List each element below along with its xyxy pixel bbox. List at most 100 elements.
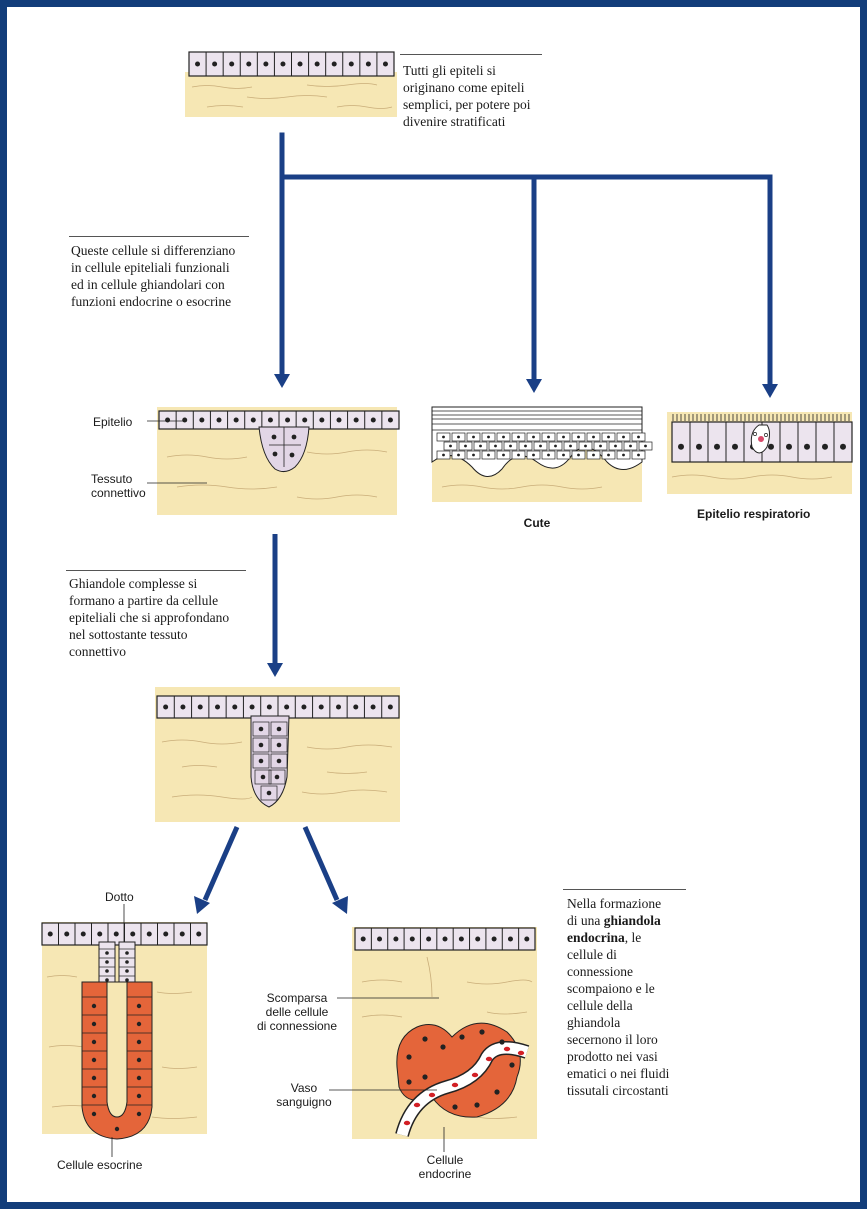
cell-nucleus — [92, 1058, 96, 1062]
cell-nucleus — [315, 62, 320, 67]
cell-nucleus — [163, 705, 168, 710]
cell-nucleus — [464, 445, 467, 448]
blood-cell — [504, 1047, 510, 1051]
caption-complex-glands: Ghiandole complesse si formano a partire… — [69, 575, 279, 660]
cell-nucleus — [137, 1094, 141, 1098]
cell-nucleus — [487, 436, 490, 439]
cell-nucleus — [261, 775, 266, 780]
exocrine-gland-diagram — [42, 922, 207, 1139]
cell-nucleus — [383, 62, 388, 67]
cell-nucleus — [246, 62, 251, 67]
blood-cell — [404, 1121, 410, 1125]
caption-rule — [69, 236, 249, 237]
cell-nucleus — [584, 445, 587, 448]
cell-nucleus — [524, 445, 527, 448]
cell-nucleus — [371, 418, 376, 423]
caption-rule — [66, 570, 246, 571]
cell-nucleus — [637, 454, 640, 457]
cell-nucleus — [125, 969, 129, 973]
cell-nucleus — [607, 436, 610, 439]
cell-nucleus — [479, 1029, 484, 1034]
cell-nucleus — [517, 454, 520, 457]
cell-nucleus — [212, 62, 217, 67]
cell-nucleus — [163, 932, 168, 937]
cell-nucleus — [840, 444, 846, 450]
cell-nucleus — [332, 62, 337, 67]
cell-nucleus — [524, 937, 529, 942]
arrow-down-icon — [267, 663, 283, 677]
arrow-shaft — [305, 827, 337, 900]
cell-nucleus — [457, 454, 460, 457]
cell-nucleus — [494, 445, 497, 448]
cell-nucleus — [371, 705, 376, 710]
cell-nucleus — [125, 960, 129, 964]
cell-nucleus — [475, 937, 480, 942]
cell-nucleus — [125, 951, 129, 955]
cell-nucleus — [349, 62, 354, 67]
cell-nucleus — [92, 1022, 96, 1026]
cell-nucleus — [280, 62, 285, 67]
cell-nucleus — [459, 937, 464, 942]
arrow-down-icon — [526, 379, 542, 393]
cell-nucleus — [577, 436, 580, 439]
cell-nucleus — [426, 937, 431, 942]
cell-nucleus — [137, 1076, 141, 1080]
cell-nucleus — [180, 705, 185, 710]
cell-nucleus — [517, 436, 520, 439]
cell-nucleus — [474, 1102, 479, 1107]
cell-nucleus — [592, 454, 595, 457]
cell-nucleus — [267, 705, 272, 710]
cell-nucleus — [92, 1040, 96, 1044]
cell-nucleus — [422, 1036, 427, 1041]
cell-nucleus — [319, 418, 324, 423]
label-tessuto-connettivo: Tessuto connettivo — [91, 472, 146, 500]
skin-diagram — [432, 407, 652, 502]
cell-nucleus — [137, 1040, 141, 1044]
cell-nucleus — [114, 932, 119, 937]
caption-rule — [563, 889, 686, 890]
cell-nucleus — [509, 1062, 514, 1067]
cell-nucleus — [92, 1076, 96, 1080]
cell-nucleus — [532, 454, 535, 457]
label-epitelio-respiratorio: Epitelio respiratorio — [697, 507, 810, 521]
cell-nucleus — [337, 418, 342, 423]
cell-nucleus — [137, 1058, 141, 1062]
cell-nucleus — [678, 444, 684, 450]
cell-nucleus — [277, 759, 282, 764]
cell-nucleus — [508, 937, 513, 942]
cell-nucleus — [130, 932, 135, 937]
cell-nucleus — [732, 444, 738, 450]
cell-nucleus — [361, 937, 366, 942]
label-cellule-endocrine: Cellule endocrine — [412, 1153, 478, 1181]
cell-nucleus — [532, 436, 535, 439]
blood-cell — [414, 1103, 420, 1107]
cell-nucleus — [592, 436, 595, 439]
cell-nucleus — [195, 62, 200, 67]
label-dotto: Dotto — [105, 890, 134, 904]
cell-nucleus — [217, 418, 222, 423]
blood-cell — [486, 1057, 492, 1061]
cell-nucleus — [97, 932, 102, 937]
caption-differentiation: Queste cellule si differenziano in cellu… — [71, 242, 301, 310]
cell-nucleus — [259, 759, 264, 764]
endocrine-gland-diagram — [352, 927, 537, 1139]
cell-nucleus — [196, 932, 201, 937]
cell-nucleus — [137, 1004, 141, 1008]
cell-nucleus — [319, 705, 324, 710]
cell-nucleus — [494, 1089, 499, 1094]
cell-nucleus — [366, 62, 371, 67]
cell-nucleus — [599, 445, 602, 448]
cell-nucleus — [410, 937, 415, 942]
cell-nucleus — [377, 937, 382, 942]
cell-nucleus — [388, 705, 393, 710]
cell-nucleus — [215, 705, 220, 710]
cell-nucleus — [786, 444, 792, 450]
cell-nucleus — [614, 445, 617, 448]
caption-rule — [400, 54, 542, 55]
cell-nucleus — [472, 454, 475, 457]
cell-nucleus — [259, 727, 264, 732]
cell-nucleus — [509, 445, 512, 448]
gland-bud-diagram — [147, 407, 399, 515]
cell-nucleus — [64, 932, 69, 937]
cell-nucleus — [105, 951, 109, 955]
